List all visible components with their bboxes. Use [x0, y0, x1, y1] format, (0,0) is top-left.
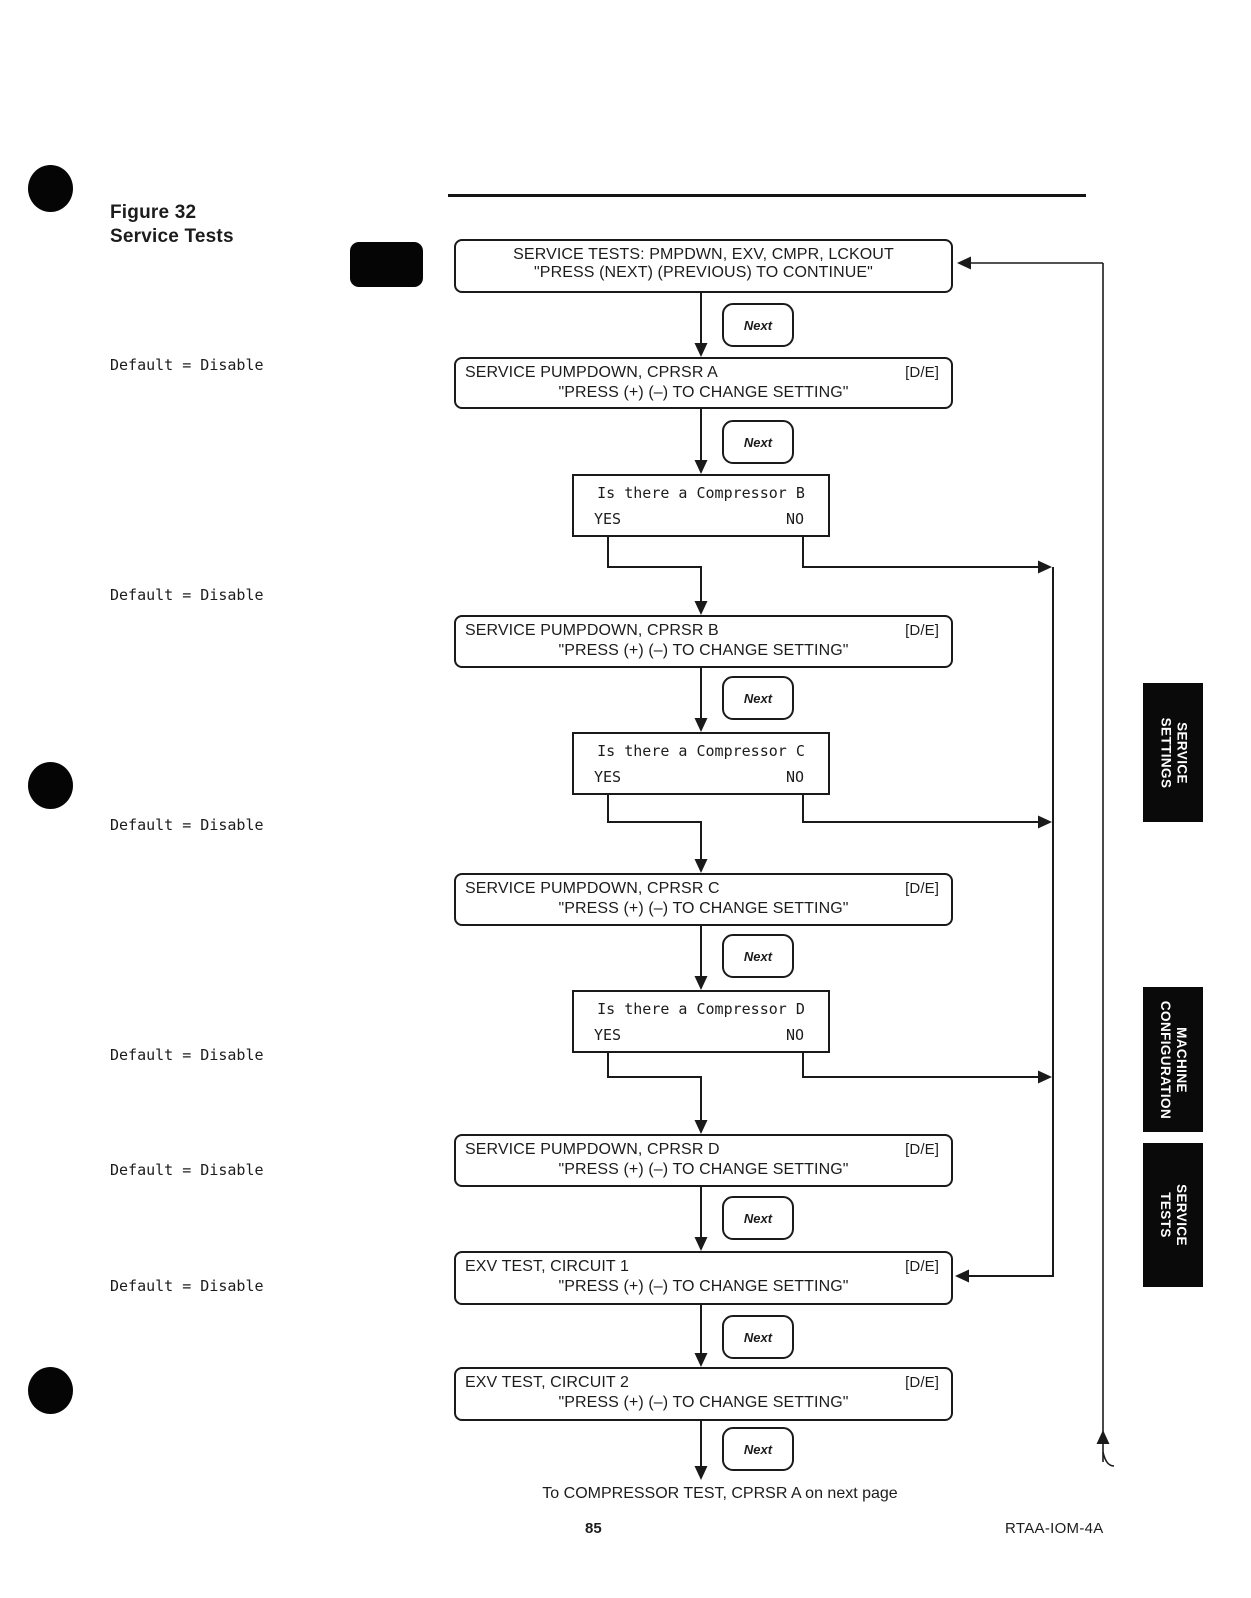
flow-box-pumpdown-cprsr-c: SERVICE PUMPDOWN, CPRSR C [D/E] "PRESS (…	[454, 873, 953, 926]
next-key-label: Next	[743, 1441, 773, 1457]
screen-title: SERVICE PUMPDOWN, CPRSR A	[465, 364, 718, 381]
loop-back-line	[971, 262, 1115, 1467]
default-annotation: Default = Disable	[110, 1046, 264, 1064]
next-key-label: Next	[743, 948, 773, 964]
screen-subtitle: "PRESS (+) (–) TO CHANGE SETTING"	[558, 1278, 849, 1295]
default-annotation: Default = Disable	[110, 586, 264, 604]
de-tag: [D/E]	[905, 622, 939, 639]
yes-label: YES	[594, 768, 622, 786]
default-annotation: Default = Disable	[110, 1277, 264, 1295]
screen-subtitle: "PRESS (+) (–) TO CHANGE SETTING"	[558, 900, 849, 917]
screen-line1: SERVICE TESTS: PMPDWN, EXV, CMPR, LCKOUT	[513, 246, 894, 263]
flow-box-pumpdown-cprsr-a: SERVICE PUMPDOWN, CPRSR A [D/E] "PRESS (…	[454, 357, 953, 409]
tab-service-tests: SERVICE TESTS	[1143, 1143, 1203, 1287]
de-tag: [D/E]	[905, 1374, 939, 1391]
default-annotation: Default = Disable	[110, 1161, 264, 1179]
tab-line: CONFIGURATION	[1158, 1000, 1174, 1119]
no-label: NO	[785, 1026, 804, 1044]
figure-label: Figure 32	[110, 202, 197, 223]
no-label: NO	[785, 768, 804, 786]
top-divider-rule	[448, 194, 1086, 197]
tab-line: SERVICE	[1174, 1184, 1190, 1246]
screen-subtitle: "PRESS (+) (–) TO CHANGE SETTING"	[558, 384, 849, 401]
registration-dot	[28, 165, 73, 212]
tab-machine-configuration: MACHINE CONFIGURATION	[1143, 987, 1203, 1132]
screen-title: SERVICE PUMPDOWN, CPRSR C	[465, 880, 720, 897]
next-key: Next	[722, 420, 794, 464]
next-key: Next	[722, 1315, 794, 1359]
registration-dot	[28, 762, 73, 809]
flow-box-exv-test-circuit-1: EXV TEST, CIRCUIT 1 [D/E] "PRESS (+) (–)…	[454, 1251, 953, 1305]
screen-subtitle: "PRESS (+) (–) TO CHANGE SETTING"	[558, 642, 849, 659]
de-tag: [D/E]	[905, 1258, 939, 1275]
decision-question: Is there a Compressor D	[597, 1000, 805, 1018]
next-key-label: Next	[743, 317, 773, 333]
screen-title: SERVICE PUMPDOWN, CPRSR D	[465, 1141, 720, 1158]
screen-subtitle: "PRESS (+) (–) TO CHANGE SETTING"	[558, 1394, 849, 1411]
no-label: NO	[785, 510, 804, 528]
next-key: Next	[722, 303, 794, 347]
document-code: RTAA-IOM-4A	[1005, 1520, 1104, 1537]
tab-line: SERVICE	[1174, 721, 1189, 784]
next-key: Next	[722, 676, 794, 720]
de-tag: [D/E]	[905, 1141, 939, 1158]
de-tag: [D/E]	[905, 364, 939, 381]
next-key-label: Next	[743, 434, 773, 450]
next-key: Next	[722, 1196, 794, 1240]
decision-compressor-d: Is there a Compressor D YES NO	[572, 990, 830, 1053]
no-branch-lines	[802, 537, 1054, 1277]
registration-dot	[28, 1367, 73, 1414]
next-key-label: Next	[743, 690, 773, 706]
screen-subtitle: "PRESS (+) (–) TO CHANGE SETTING"	[558, 1161, 849, 1178]
next-key: Next	[722, 934, 794, 978]
flow-box-exv-test-circuit-2: EXV TEST, CIRCUIT 2 [D/E] "PRESS (+) (–)…	[454, 1367, 953, 1421]
decision-compressor-c: Is there a Compressor C YES NO	[572, 732, 830, 795]
decision-question: Is there a Compressor B	[597, 484, 805, 502]
screen-title: SERVICE PUMPDOWN, CPRSR B	[465, 622, 719, 639]
tab-service-settings: SERVICE SETTINGS	[1143, 683, 1203, 822]
flow-exit-note: To COMPRESSOR TEST, CPRSR A on next page	[542, 1485, 898, 1502]
figure-heading: Figure 32 Service Tests	[110, 201, 234, 249]
screen-title: EXV TEST, CIRCUIT 1	[465, 1258, 630, 1275]
page-number: 85	[585, 1520, 602, 1537]
default-annotation: Default = Disable	[110, 816, 264, 834]
default-annotation: Default = Disable	[110, 356, 264, 374]
yes-label: YES	[594, 1026, 622, 1044]
yes-branch-lines	[607, 537, 702, 1127]
screen-line2: "PRESS (NEXT) (PREVIOUS) TO CONTINUE"	[534, 264, 873, 281]
yes-label: YES	[594, 510, 622, 528]
decision-compressor-b: Is there a Compressor B YES NO	[572, 474, 830, 537]
arrowheads	[694, 256, 1110, 1480]
flow-box-service-tests: SERVICE TESTS: PMPDWN, EXV, CMPR, LCKOUT…	[454, 239, 953, 293]
next-key-label: Next	[743, 1210, 773, 1226]
figure-title: Service Tests	[110, 226, 234, 247]
next-key-label: Next	[743, 1329, 773, 1345]
flow-box-pumpdown-cprsr-b: SERVICE PUMPDOWN, CPRSR B [D/E] "PRESS (…	[454, 615, 953, 668]
tab-line: TESTS	[1158, 1192, 1174, 1238]
next-key: Next	[722, 1427, 794, 1471]
display-highlight-block	[350, 242, 423, 287]
flow-box-pumpdown-cprsr-d: SERVICE PUMPDOWN, CPRSR D [D/E] "PRESS (…	[454, 1134, 953, 1187]
decision-question: Is there a Compressor C	[597, 742, 805, 760]
tab-line: MACHINE	[1174, 1026, 1190, 1093]
tab-line: SETTINGS	[1158, 717, 1173, 788]
de-tag: [D/E]	[905, 880, 939, 897]
screen-title: EXV TEST, CIRCUIT 2	[465, 1374, 630, 1391]
